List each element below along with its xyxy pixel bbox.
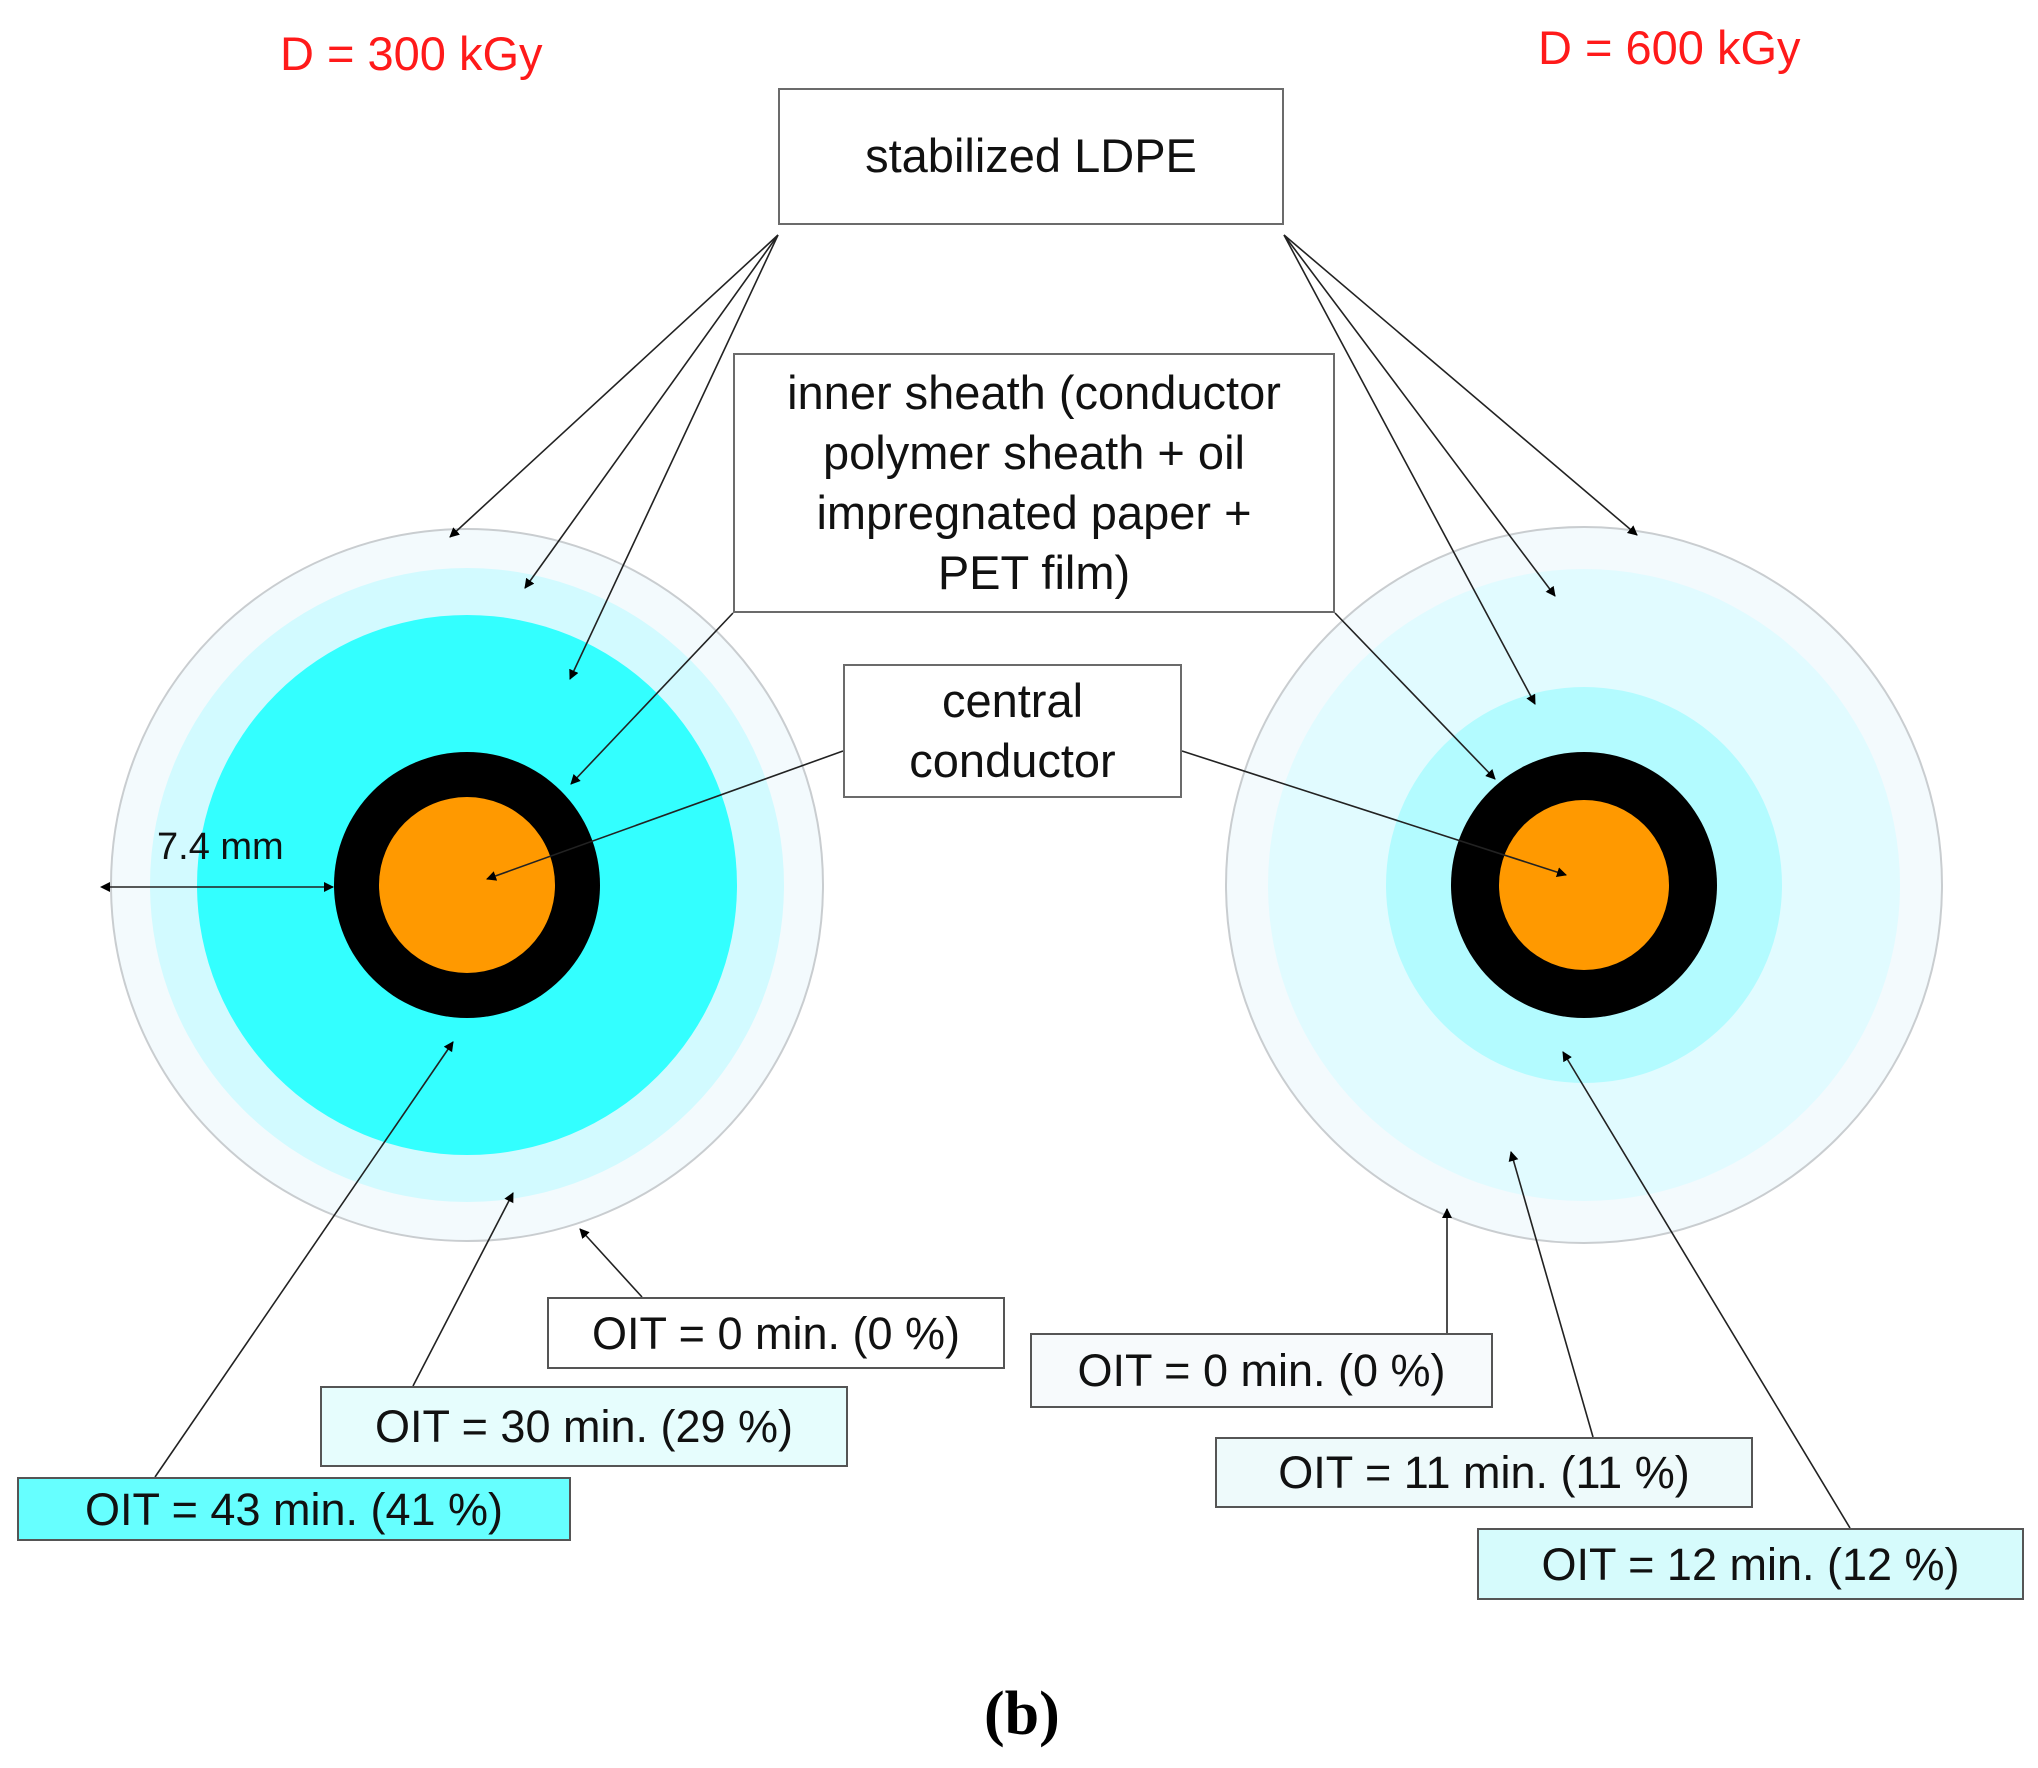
arrow-ldpe-left-middle [524,234,779,589]
left-cable [110,528,824,1242]
arrow-conductor-left [486,750,844,881]
right-central-conductor [1499,800,1669,970]
dose-label-300: D = 300 kGy [280,27,543,80]
oit-box-left-outer: OIT = 0 min. (0 %) [547,1297,1005,1369]
leader-arrows [100,234,1851,1529]
oit-box-left-inner: OIT = 43 min. (41 %) [17,1477,571,1541]
figure-caption: (b) [984,1680,1060,1748]
oit-box-right-inner: OIT = 12 min. (12 %) [1477,1528,2024,1600]
arrow-sheath-left [570,612,734,785]
arrow-ldpe-right-inner [1283,234,1536,705]
inner-sheath-label: inner sheath (conductor polymer sheath +… [733,353,1335,613]
arrow-oit-left-30 [412,1192,514,1387]
arrow-conductor-right [1181,750,1567,877]
oit-box-right-middle: OIT = 11 min. (11 %) [1215,1437,1753,1508]
stabilized-ldpe-label: stabilized LDPE [778,88,1284,225]
oit-box-right-outer: OIT = 0 min. (0 %) [1030,1333,1493,1408]
arrow-ldpe-left-outer [449,234,779,538]
oit-box-left-middle: OIT = 30 min. (29 %) [320,1386,848,1467]
central-conductor-label: central conductor [843,664,1182,798]
arrow-ldpe-right-outer [1283,234,1638,536]
arrow-ldpe-left-inner [569,234,779,680]
arrow-oit-right-11 [1508,1151,1594,1438]
right-cable [1225,526,1943,1244]
dose-label-600: D = 600 kGy [1538,21,1801,74]
arrow-oit-right-12 [1562,1051,1851,1529]
dimension-label: 7.4 mm [157,826,284,868]
left-central-conductor [379,797,555,973]
arrow-ldpe-right-middle [1283,234,1556,597]
arrow-oit-left-43 [154,1041,454,1478]
arrow-oit-left-0 [579,1228,643,1298]
arrow-sheath-right [1334,612,1496,780]
